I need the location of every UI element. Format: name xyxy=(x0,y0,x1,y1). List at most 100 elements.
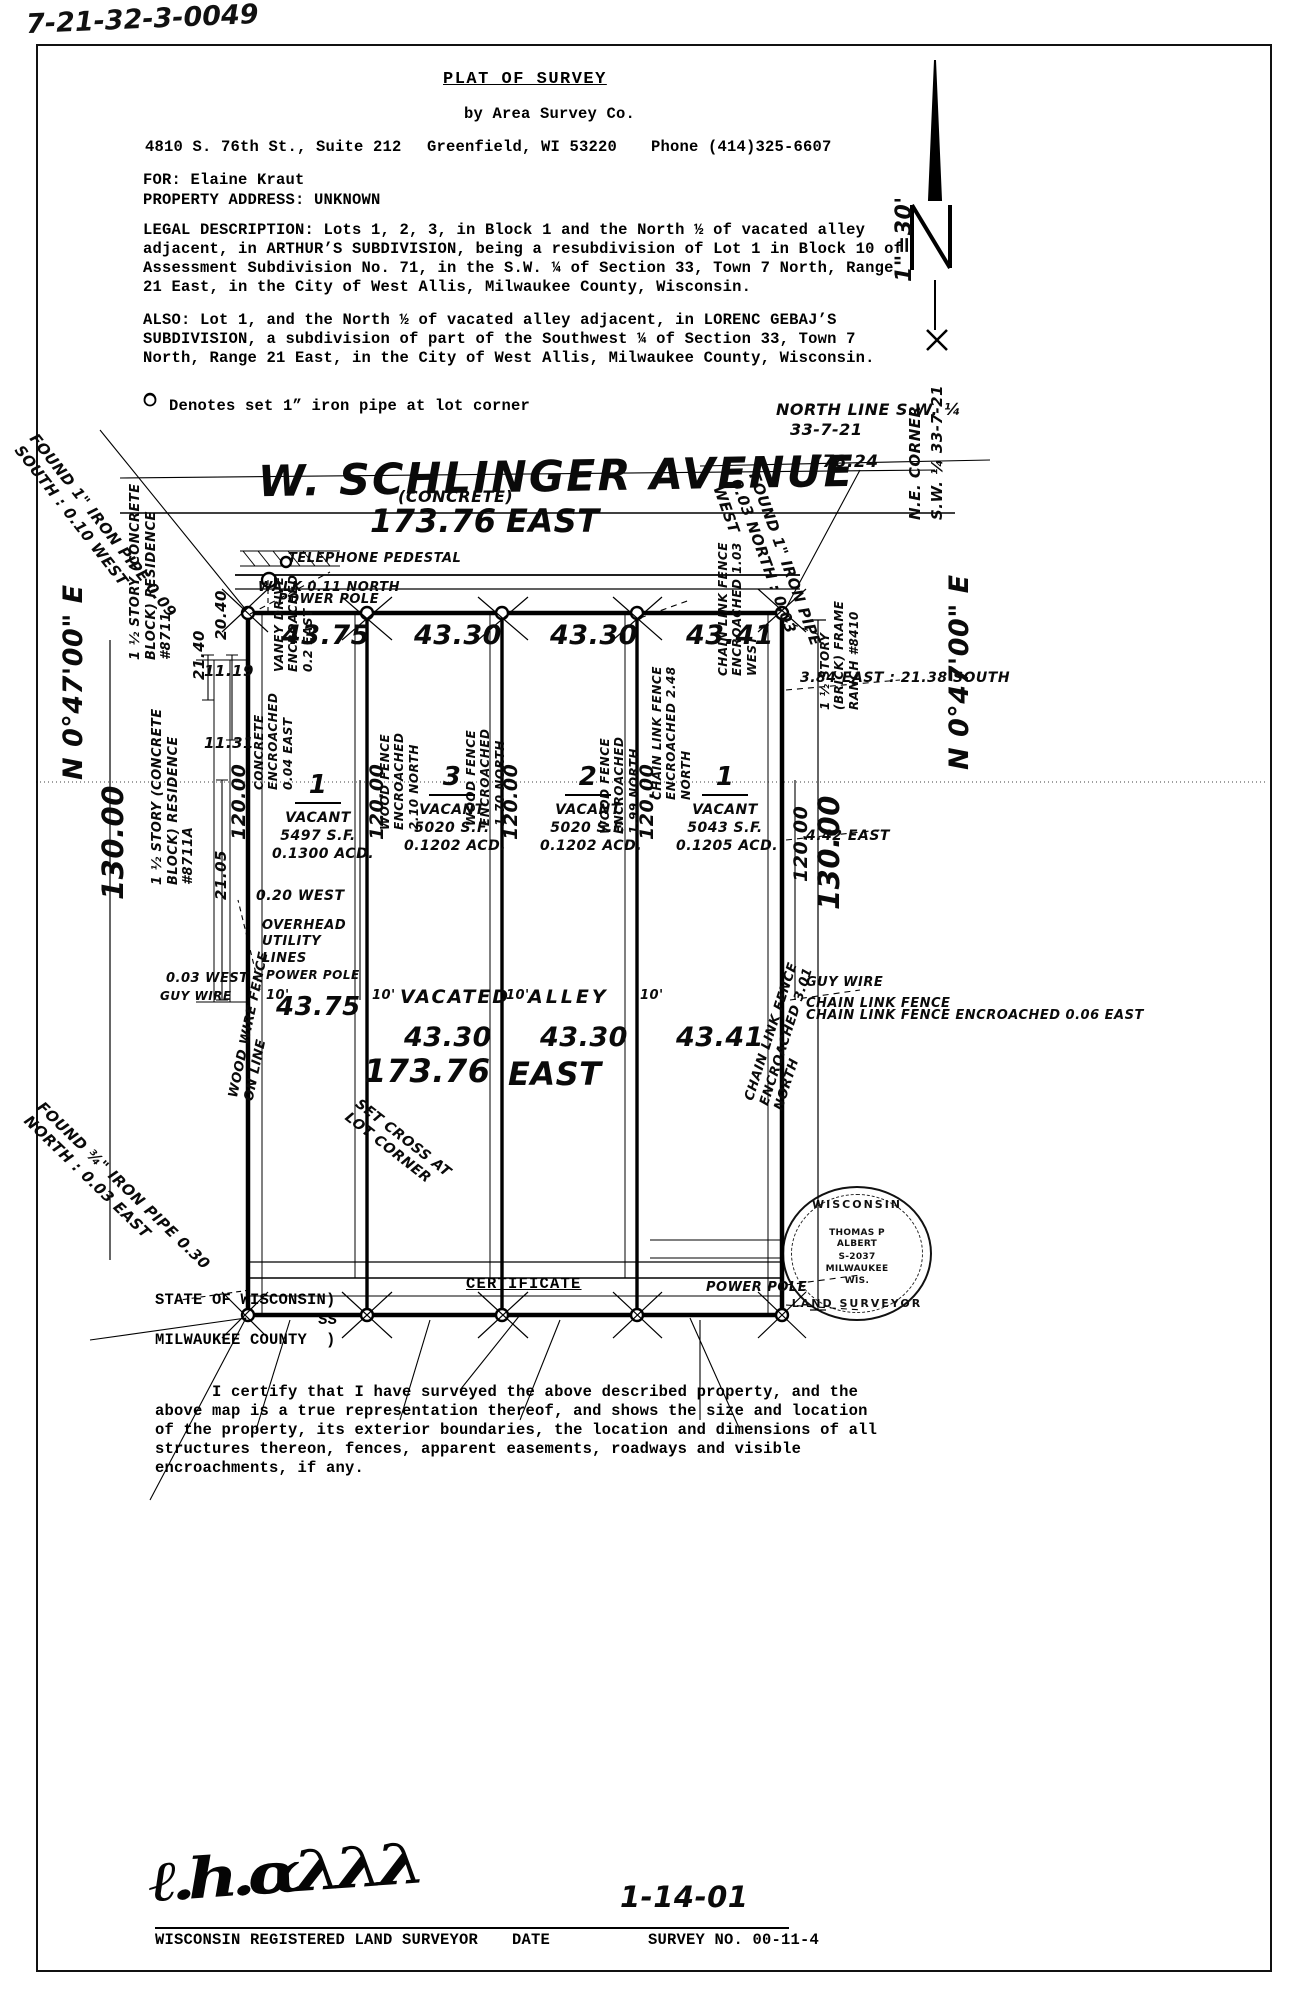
street-frontage-distance: 173.76 xyxy=(370,502,497,540)
lot-block-2: 3 VACANT 5020 S.F. 0.1202 ACD. xyxy=(404,762,506,854)
side-dim-3: 20.40 xyxy=(212,590,230,640)
lot-block-4: 1 VACANT 5043 S.F. 0.1205 ACD. xyxy=(676,762,778,854)
also-description-line-2: SUBDIVISION, a subdivision of part of th… xyxy=(143,330,856,348)
residence-note-3: 1 ½ STORY (BRICK) FRAME RANCH #8410 xyxy=(818,600,861,710)
bottom-frontage-2: 43.30 xyxy=(404,1022,492,1053)
lot-use-2: VACANT xyxy=(419,802,485,818)
seal-inner-ring xyxy=(791,1194,923,1313)
lot-number-3: 2 xyxy=(564,762,612,796)
side-dim-4: 21.40 xyxy=(190,630,208,680)
lot-use-3: VACANT xyxy=(555,802,621,818)
certificate-body-5: encroachments, if any. xyxy=(155,1459,365,1477)
lot-sqft-4: 5043 S.F. xyxy=(687,820,763,836)
page-title: PLAT OF SURVEY xyxy=(443,70,607,89)
bottom-overall-distance: 173.76 xyxy=(364,1052,491,1090)
encroach-note-003-west: 0.03 WEST xyxy=(166,971,249,986)
lot-sqft-3: 5020 S.F. xyxy=(550,820,626,836)
company-byline: by Area Survey Co. xyxy=(464,105,636,123)
company-address: 4810 S. 76th St., Suite 212 xyxy=(145,138,402,156)
encroach-note-020-west: 0.20 WEST xyxy=(256,888,345,904)
lot-sqft-1: 5497 S.F. xyxy=(280,828,356,844)
lot-block-1: 1 VACANT 5497 S.F. 0.1300 ACD. xyxy=(272,770,374,862)
seal-top-arc: WISCONSIN xyxy=(812,1198,902,1211)
residence-note-1: 1 ½ STORY (CONCRETE BLOCK) RESIDENCE #87… xyxy=(128,483,175,660)
lot-acres-2: 0.1202 ACD. xyxy=(404,838,507,854)
power-pole-label-left: POWER POLE xyxy=(266,968,360,982)
seal-license: S-2037 xyxy=(838,1252,876,1262)
seal-name-1: THOMAS P xyxy=(829,1228,885,1238)
lot-block-3: 2 VACANT 5020 S.F. 0.1202 ACD. xyxy=(540,762,642,854)
lot-number-4: 1 xyxy=(701,762,749,796)
residence-note-2: 1 ½ STORY (CONCRETE BLOCK) RESIDENCE #87… xyxy=(150,708,197,885)
alley-label-vacated: VACATED xyxy=(400,986,511,1008)
north-line-note-2: 33-7-21 xyxy=(790,420,863,439)
seal-county: MILWAUKEE xyxy=(825,1264,889,1274)
property-address: PROPERTY ADDRESS: UNKNOWN xyxy=(143,191,381,209)
client-for: FOR: Elaine Kraut xyxy=(143,171,305,189)
legend-note: Denotes set 1” iron pipe at lot corner xyxy=(169,397,531,415)
signature-rule xyxy=(155,1927,603,1929)
survey-number: SURVEY NO. 00-11-4 xyxy=(648,1931,820,1949)
encroach-note-chain-link-2: CHAIN LINK FENCE ENCROACHED 1.03 WEST xyxy=(716,542,759,676)
telephone-pedestal-label: TELEPHONE PEDESTAL xyxy=(288,551,462,566)
lot-use-4: VACANT xyxy=(692,802,758,818)
seal-bottom-arc: LAND SURVEYOR xyxy=(791,1297,923,1310)
bottom-overall-bearing: EAST xyxy=(508,1055,602,1093)
legal-description-line-1: LEGAL DESCRIPTION: Lots 1, 2, 3, in Bloc… xyxy=(143,221,866,239)
date-label: DATE xyxy=(512,1931,551,1949)
bottom-frontage-4: 43.41 xyxy=(676,1022,764,1053)
street-frontage-bearing: EAST xyxy=(506,502,600,540)
ne-corner-note-2: S.W. ¼ 33-7-21 xyxy=(928,384,946,520)
certificate-body-3: of the property, its exterior boundaries… xyxy=(155,1421,878,1439)
alley-width-4: 10' xyxy=(266,988,290,1003)
guy-wire-label-left: GUY WIRE xyxy=(160,989,232,1003)
power-pole-label-bottom: POWER POLE xyxy=(706,1280,808,1295)
alley-width-1: 10' xyxy=(372,988,396,1003)
surveyor-label: WISCONSIN REGISTERED LAND SURVEYOR xyxy=(155,1931,479,1949)
ne-corner-note-1: N.E. CORNER xyxy=(906,405,924,520)
power-pole-label-top: POWER POLE xyxy=(278,592,380,607)
parcel-id-handwritten: 7-21-32-3-0049 xyxy=(25,0,260,41)
alley-width-3: 10' xyxy=(640,988,664,1003)
also-description-line-1: ALSO: Lot 1, and the North ½ of vacated … xyxy=(143,311,837,329)
certificate-heading: CERTIFICATE xyxy=(466,1275,582,1293)
lot-acres-1: 0.1300 ACD. xyxy=(272,846,375,862)
overhead-utility-lines-label: OVERHEAD UTILITY LINES xyxy=(262,918,347,966)
top-frontage-4: 43.41 xyxy=(686,620,774,651)
certificate-body-4: structures thereon, fences, apparent eas… xyxy=(155,1440,802,1458)
lot-acres-4: 0.1205 ACD. xyxy=(676,838,779,854)
legal-description-line-4: 21 East, in the City of West Allis, Milw… xyxy=(143,278,752,296)
legal-description-line-2: adjacent, in ARTHUR’S SUBDIVISION, being… xyxy=(143,240,904,258)
offset-note-east: 4.42 EAST xyxy=(806,828,890,844)
guy-wire-label-right: GUY WIRE xyxy=(806,975,884,990)
encroach-note-chain-link-3: CHAIN LINK FENCE ENCROACHED 0.06 EAST xyxy=(806,1008,1144,1023)
bottom-frontage-3: 43.30 xyxy=(540,1022,628,1053)
surveyor-seal: WISCONSIN THOMAS P ALBERT S-2037 MILWAUK… xyxy=(782,1186,932,1321)
west-line-bearing: N 0°47'00" E xyxy=(58,584,89,780)
date-rule xyxy=(603,1927,789,1929)
company-phone: Phone (414)325-6607 xyxy=(651,138,832,156)
encroach-note-vaney-drive: VANEY DRIVE ENCROACHED 0.2 EAST xyxy=(272,574,315,672)
east-line-dimension: 130.00 xyxy=(812,795,846,910)
lot-number-1: 1 xyxy=(294,770,342,804)
date-value: 1-14-01 xyxy=(620,1880,749,1914)
company-city: Greenfield, WI 53220 xyxy=(427,138,618,156)
top-frontage-1: 43.75 xyxy=(282,620,370,651)
sheet-border xyxy=(36,44,1272,1972)
certificate-ss: SS xyxy=(318,1311,338,1329)
alley-width-2: 10' xyxy=(506,988,530,1003)
legend-pipe-icon xyxy=(143,393,157,407)
top-frontage-3: 43.30 xyxy=(550,620,638,651)
lot-acres-3: 0.1202 ACD. xyxy=(540,838,643,854)
lot-sqft-2: 5020 S.F. xyxy=(414,820,490,836)
certificate-body-2: above map is a true representation there… xyxy=(155,1402,868,1420)
seal-name-2: ALBERT xyxy=(836,1239,878,1249)
bottom-frontage-1-label: 43.75 xyxy=(276,992,361,1022)
north-line-dimension: 778.24 xyxy=(810,452,879,472)
side-dim-1: 11.19 xyxy=(204,662,254,680)
north-line-note-1: NORTH LINE S.W. ¼ xyxy=(776,400,962,419)
side-dim-5: 21.05 xyxy=(212,850,230,900)
street-material-label: (CONCRETE) xyxy=(398,487,514,506)
side-dim-2: 11.31 xyxy=(204,734,254,752)
